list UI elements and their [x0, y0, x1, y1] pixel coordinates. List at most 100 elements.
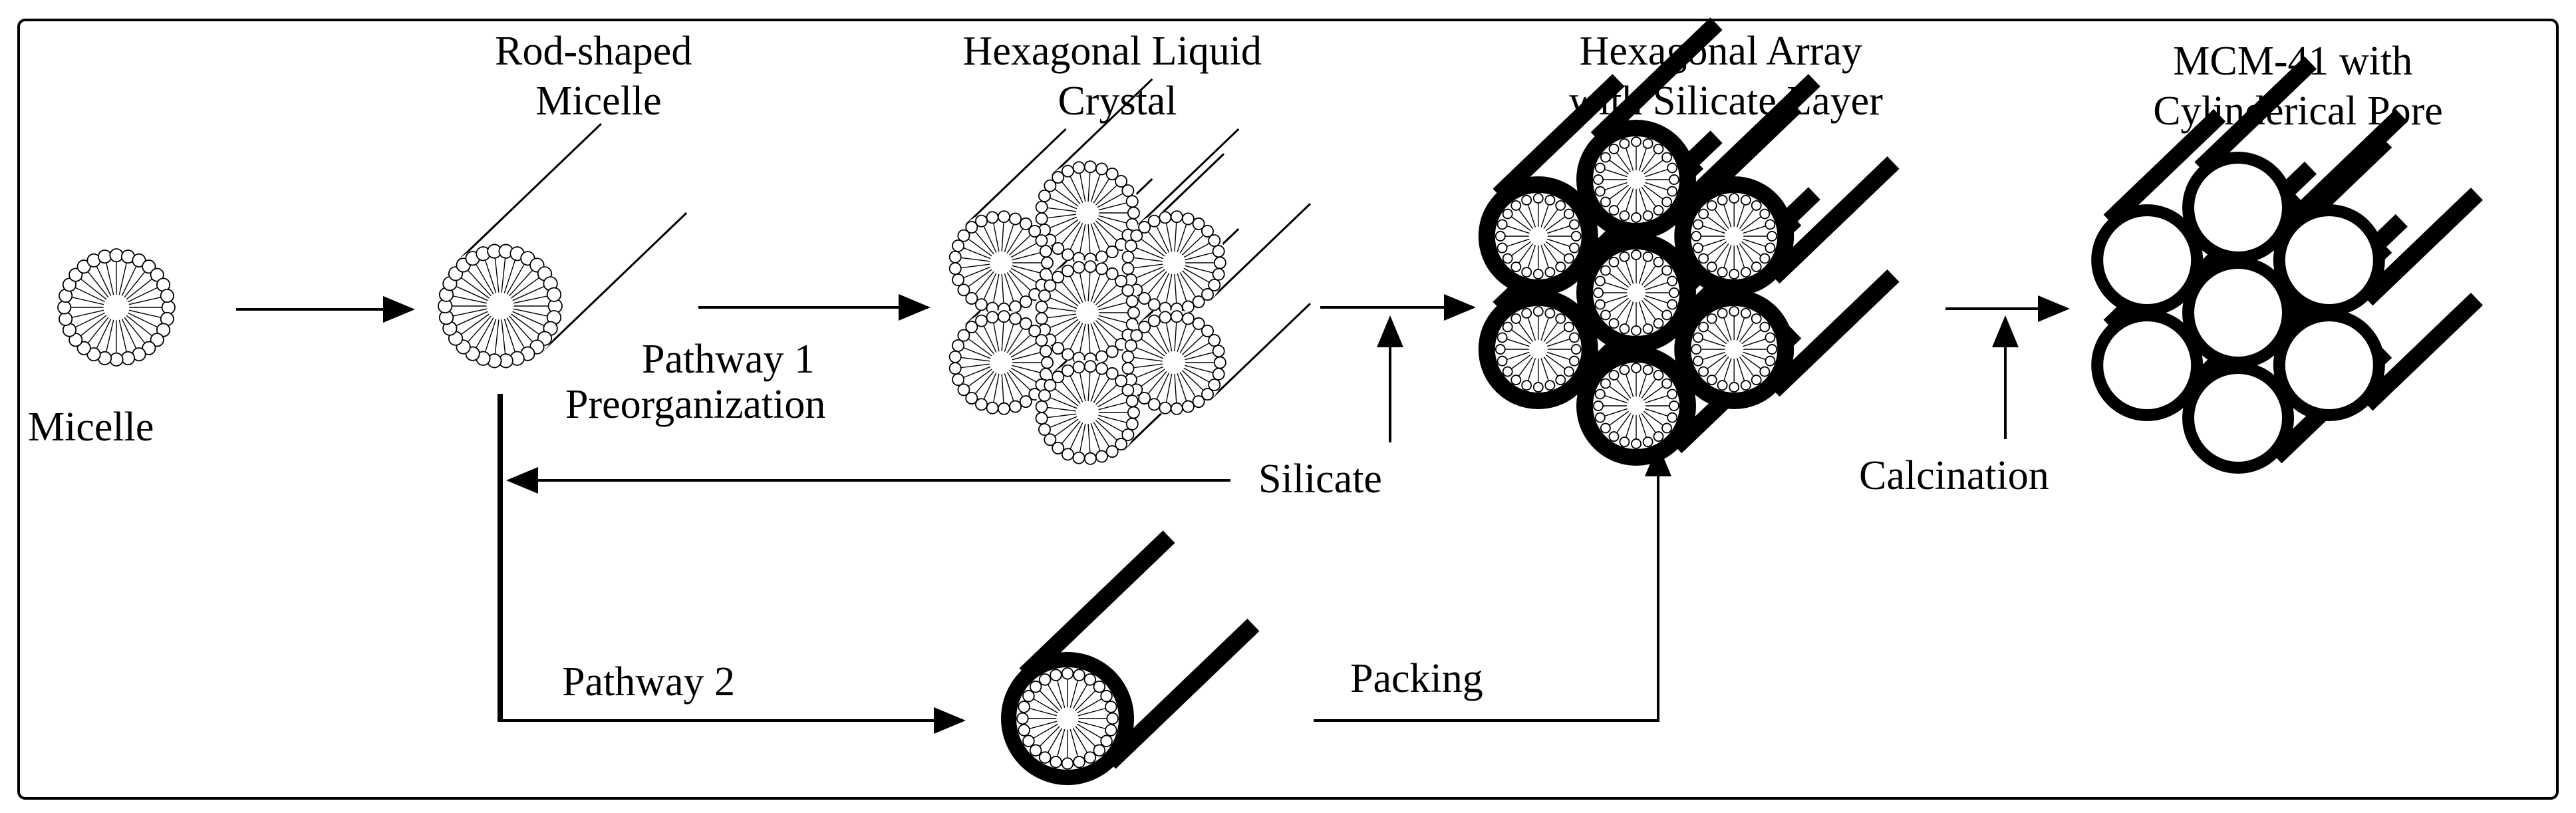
- surfactant-head: [1147, 398, 1161, 411]
- surfactant-head: [1631, 136, 1642, 147]
- tube-edge: [2361, 187, 2484, 306]
- surfactant-head: [1100, 734, 1113, 748]
- surfactant-head: [1619, 364, 1630, 375]
- surfactant-head: [1095, 162, 1108, 176]
- surfactant-head: [1127, 206, 1140, 220]
- surfactant-head: [1115, 374, 1128, 387]
- pore-opening: [2103, 321, 2192, 409]
- surfactant-head: [1124, 239, 1137, 252]
- surfactant-head: [1201, 288, 1214, 301]
- surfactant-head: [1765, 355, 1776, 367]
- surfactant-head: [69, 267, 83, 282]
- surfactant-head: [1130, 229, 1143, 242]
- tube-edge: [1019, 530, 1175, 681]
- surfactant-head: [156, 323, 171, 337]
- surfactant-head: [1765, 219, 1776, 230]
- surfactant-head: [1041, 356, 1054, 369]
- label-packing: Packing: [1350, 656, 1483, 701]
- spherical-micelle-icon: [57, 248, 176, 367]
- surfactant-head: [975, 314, 988, 327]
- surfactant-head: [1061, 364, 1074, 377]
- arrow-packing-to-silicate-array: [1314, 444, 1671, 722]
- surfactant-head: [1569, 219, 1580, 230]
- surfactant-head: [1570, 231, 1582, 242]
- label-pathway2: Pathway 2: [562, 659, 735, 705]
- surfactant-head: [1600, 309, 1611, 321]
- surfactant-head: [1147, 214, 1161, 228]
- surfactant-head: [1729, 269, 1740, 279]
- surfactant-head: [1667, 299, 1678, 310]
- surfactant-head: [1698, 366, 1709, 377]
- hexagonal-liquid-crystal-icon: [948, 78, 1311, 465]
- surfactant-head: [1510, 375, 1522, 386]
- surfactant-head: [1642, 251, 1653, 262]
- micelle-tails: [1500, 198, 1576, 274]
- surfactant-head: [1594, 162, 1606, 174]
- surfactant-head: [62, 277, 77, 292]
- surfactant-head: [1544, 267, 1556, 278]
- tube-edge: [2285, 108, 2408, 228]
- surfactant-head: [1181, 212, 1195, 226]
- surfactant-head: [150, 267, 164, 282]
- surfactant-head: [1106, 712, 1119, 725]
- surfactant-head: [1642, 138, 1653, 149]
- surfactant-head: [1050, 669, 1062, 681]
- surfactant-head: [1669, 401, 1679, 411]
- surfactant-head: [1631, 363, 1642, 373]
- pore-opening: [2285, 216, 2373, 304]
- surfactant-head: [1717, 307, 1728, 319]
- surfactant-head: [1192, 295, 1205, 309]
- surfactant-head: [1208, 278, 1221, 291]
- surfactant-head: [948, 350, 962, 363]
- surfactant-head: [1038, 189, 1051, 202]
- surfactant-head: [1521, 307, 1532, 319]
- surfactant-head: [1600, 152, 1611, 163]
- surfactant-head: [1544, 380, 1556, 391]
- surfactant-head: [1115, 174, 1128, 188]
- surfactant-head: [1127, 306, 1140, 319]
- surfactant-head: [1693, 355, 1703, 367]
- surfactant-head: [142, 341, 156, 355]
- surfactant-head: [1083, 751, 1097, 764]
- surfactant-head: [150, 333, 164, 347]
- mcm41-cylindrical-pore-icon: [2091, 56, 2484, 474]
- surfactant-head: [1121, 250, 1135, 263]
- micelle-core: [1035, 160, 1140, 265]
- surfactant-head: [1740, 307, 1751, 319]
- surfactant-head: [1555, 261, 1566, 273]
- surfactant-head: [132, 253, 146, 268]
- surfactant-head: [1691, 231, 1702, 242]
- surfactant-head: [1201, 224, 1214, 238]
- pore-opening: [2103, 216, 2192, 304]
- pore-opening: [2194, 374, 2282, 462]
- surfactant-head: [1038, 389, 1051, 402]
- surfactant-head: [1192, 395, 1205, 408]
- surfactant-head: [1061, 164, 1074, 178]
- micelle-tails: [1042, 366, 1134, 459]
- surfactant-head: [1061, 667, 1074, 680]
- surfactant-head: [1083, 360, 1097, 373]
- label-silicate: Silicate: [1258, 456, 1382, 502]
- surfactant-head: [1124, 339, 1137, 352]
- surfactant-head: [1061, 348, 1074, 361]
- surfactant-head: [1022, 689, 1035, 703]
- surfactant-head: [948, 250, 962, 263]
- surfactant-head: [1009, 212, 1022, 226]
- surfactant-head: [986, 401, 999, 414]
- label-rod-shaped-micelle: Rod-shaped Micelle: [495, 29, 702, 124]
- surfactant-head: [1170, 402, 1183, 415]
- surfactant-head: [1208, 334, 1221, 347]
- tube-edge: [1051, 78, 1153, 176]
- surfactant-head: [1594, 299, 1606, 310]
- micelle-core: [1495, 306, 1582, 393]
- surfactant-head: [948, 362, 962, 375]
- surfactant-head: [1019, 395, 1032, 408]
- surfactant-head: [1044, 379, 1057, 392]
- surfactant-head: [1497, 219, 1508, 230]
- surfactant-head: [1555, 200, 1566, 211]
- surfactant-head: [1740, 380, 1751, 391]
- surfactant-head: [1563, 253, 1574, 264]
- label-pathway1: Pathway 1 Preorganization: [565, 337, 825, 427]
- surfactant-head: [975, 398, 988, 411]
